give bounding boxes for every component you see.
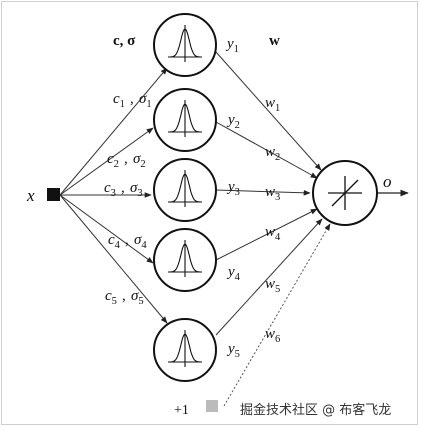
center-sigma-label: σ1 <box>139 91 152 110</box>
center-label-2: c2, σ2 <box>107 151 146 170</box>
weight-label-4: w4 <box>265 224 281 243</box>
input-label: x <box>26 186 35 205</box>
bias-node <box>206 400 218 412</box>
gaussian-curve-icon <box>168 28 202 58</box>
bias-connection <box>223 223 331 407</box>
bias-label: +1 <box>174 403 189 418</box>
hidden-neuron-2 <box>153 88 217 152</box>
center-label-4: c4, σ4 <box>108 232 147 251</box>
center-sigma-label: σ4 <box>134 232 147 251</box>
center-c-label: c2 <box>107 151 119 170</box>
center-label-3: c3, σ3 <box>104 180 143 199</box>
hidden-output-label-4: y4 <box>226 264 241 283</box>
weight-label-2: w2 <box>265 144 280 163</box>
center-label-1: c1, σ1 <box>113 91 152 110</box>
hidden-to-output-connections <box>215 51 323 336</box>
center-c-label: c5 <box>105 288 117 307</box>
weight-label-5: w5 <box>265 276 280 295</box>
separator: , <box>130 91 134 107</box>
center-sigma-label: σ2 <box>133 151 146 170</box>
center-c-label: c3 <box>104 180 116 199</box>
hidden-neuron-5 <box>153 318 217 382</box>
output-label: o <box>383 172 392 191</box>
center-sigma-label: σ5 <box>131 288 144 307</box>
center-sigma-header: c, σ <box>113 33 136 49</box>
center-label-5: c5, σ5 <box>105 288 144 307</box>
gaussian-curve-icon <box>168 243 202 273</box>
output-neuron <box>312 160 378 226</box>
hidden-layer <box>153 13 217 382</box>
weights-header: w <box>269 33 280 49</box>
hidden-neuron-3 <box>153 158 217 222</box>
input-node <box>47 188 60 201</box>
weight-label-1: w1 <box>265 95 280 114</box>
gaussian-curve-icon <box>168 103 202 133</box>
gaussian-curve-icon <box>168 173 202 203</box>
separator: , <box>121 180 125 196</box>
hidden-labels: y1 y2 y3 y4 y5 <box>225 36 241 360</box>
input-to-hidden-connections <box>59 67 168 324</box>
gaussian-curve-icon <box>168 333 202 363</box>
weight-label-3: w3 <box>265 184 280 203</box>
hidden-output-label-3: y3 <box>226 179 240 198</box>
center-c-label: c4 <box>108 232 121 251</box>
hidden-output-label-1: y1 <box>225 36 239 55</box>
separator: , <box>122 288 126 304</box>
separator: , <box>125 232 129 248</box>
watermark: 掘金技术社区 @ 布客飞龙 <box>240 402 391 418</box>
hidden-output-label-2: y2 <box>226 112 240 131</box>
hidden-output-label-5: y5 <box>226 341 240 360</box>
weight-label-6: w6 <box>265 326 280 345</box>
center-c-label: c1 <box>113 91 125 110</box>
hidden-neuron-1 <box>153 13 217 77</box>
weight-labels: w1 w2 w3 w4 w5 w6 <box>265 95 281 345</box>
center-sigma-label: σ3 <box>130 180 143 199</box>
separator: , <box>124 151 128 167</box>
hidden-neuron-4 <box>153 228 217 292</box>
